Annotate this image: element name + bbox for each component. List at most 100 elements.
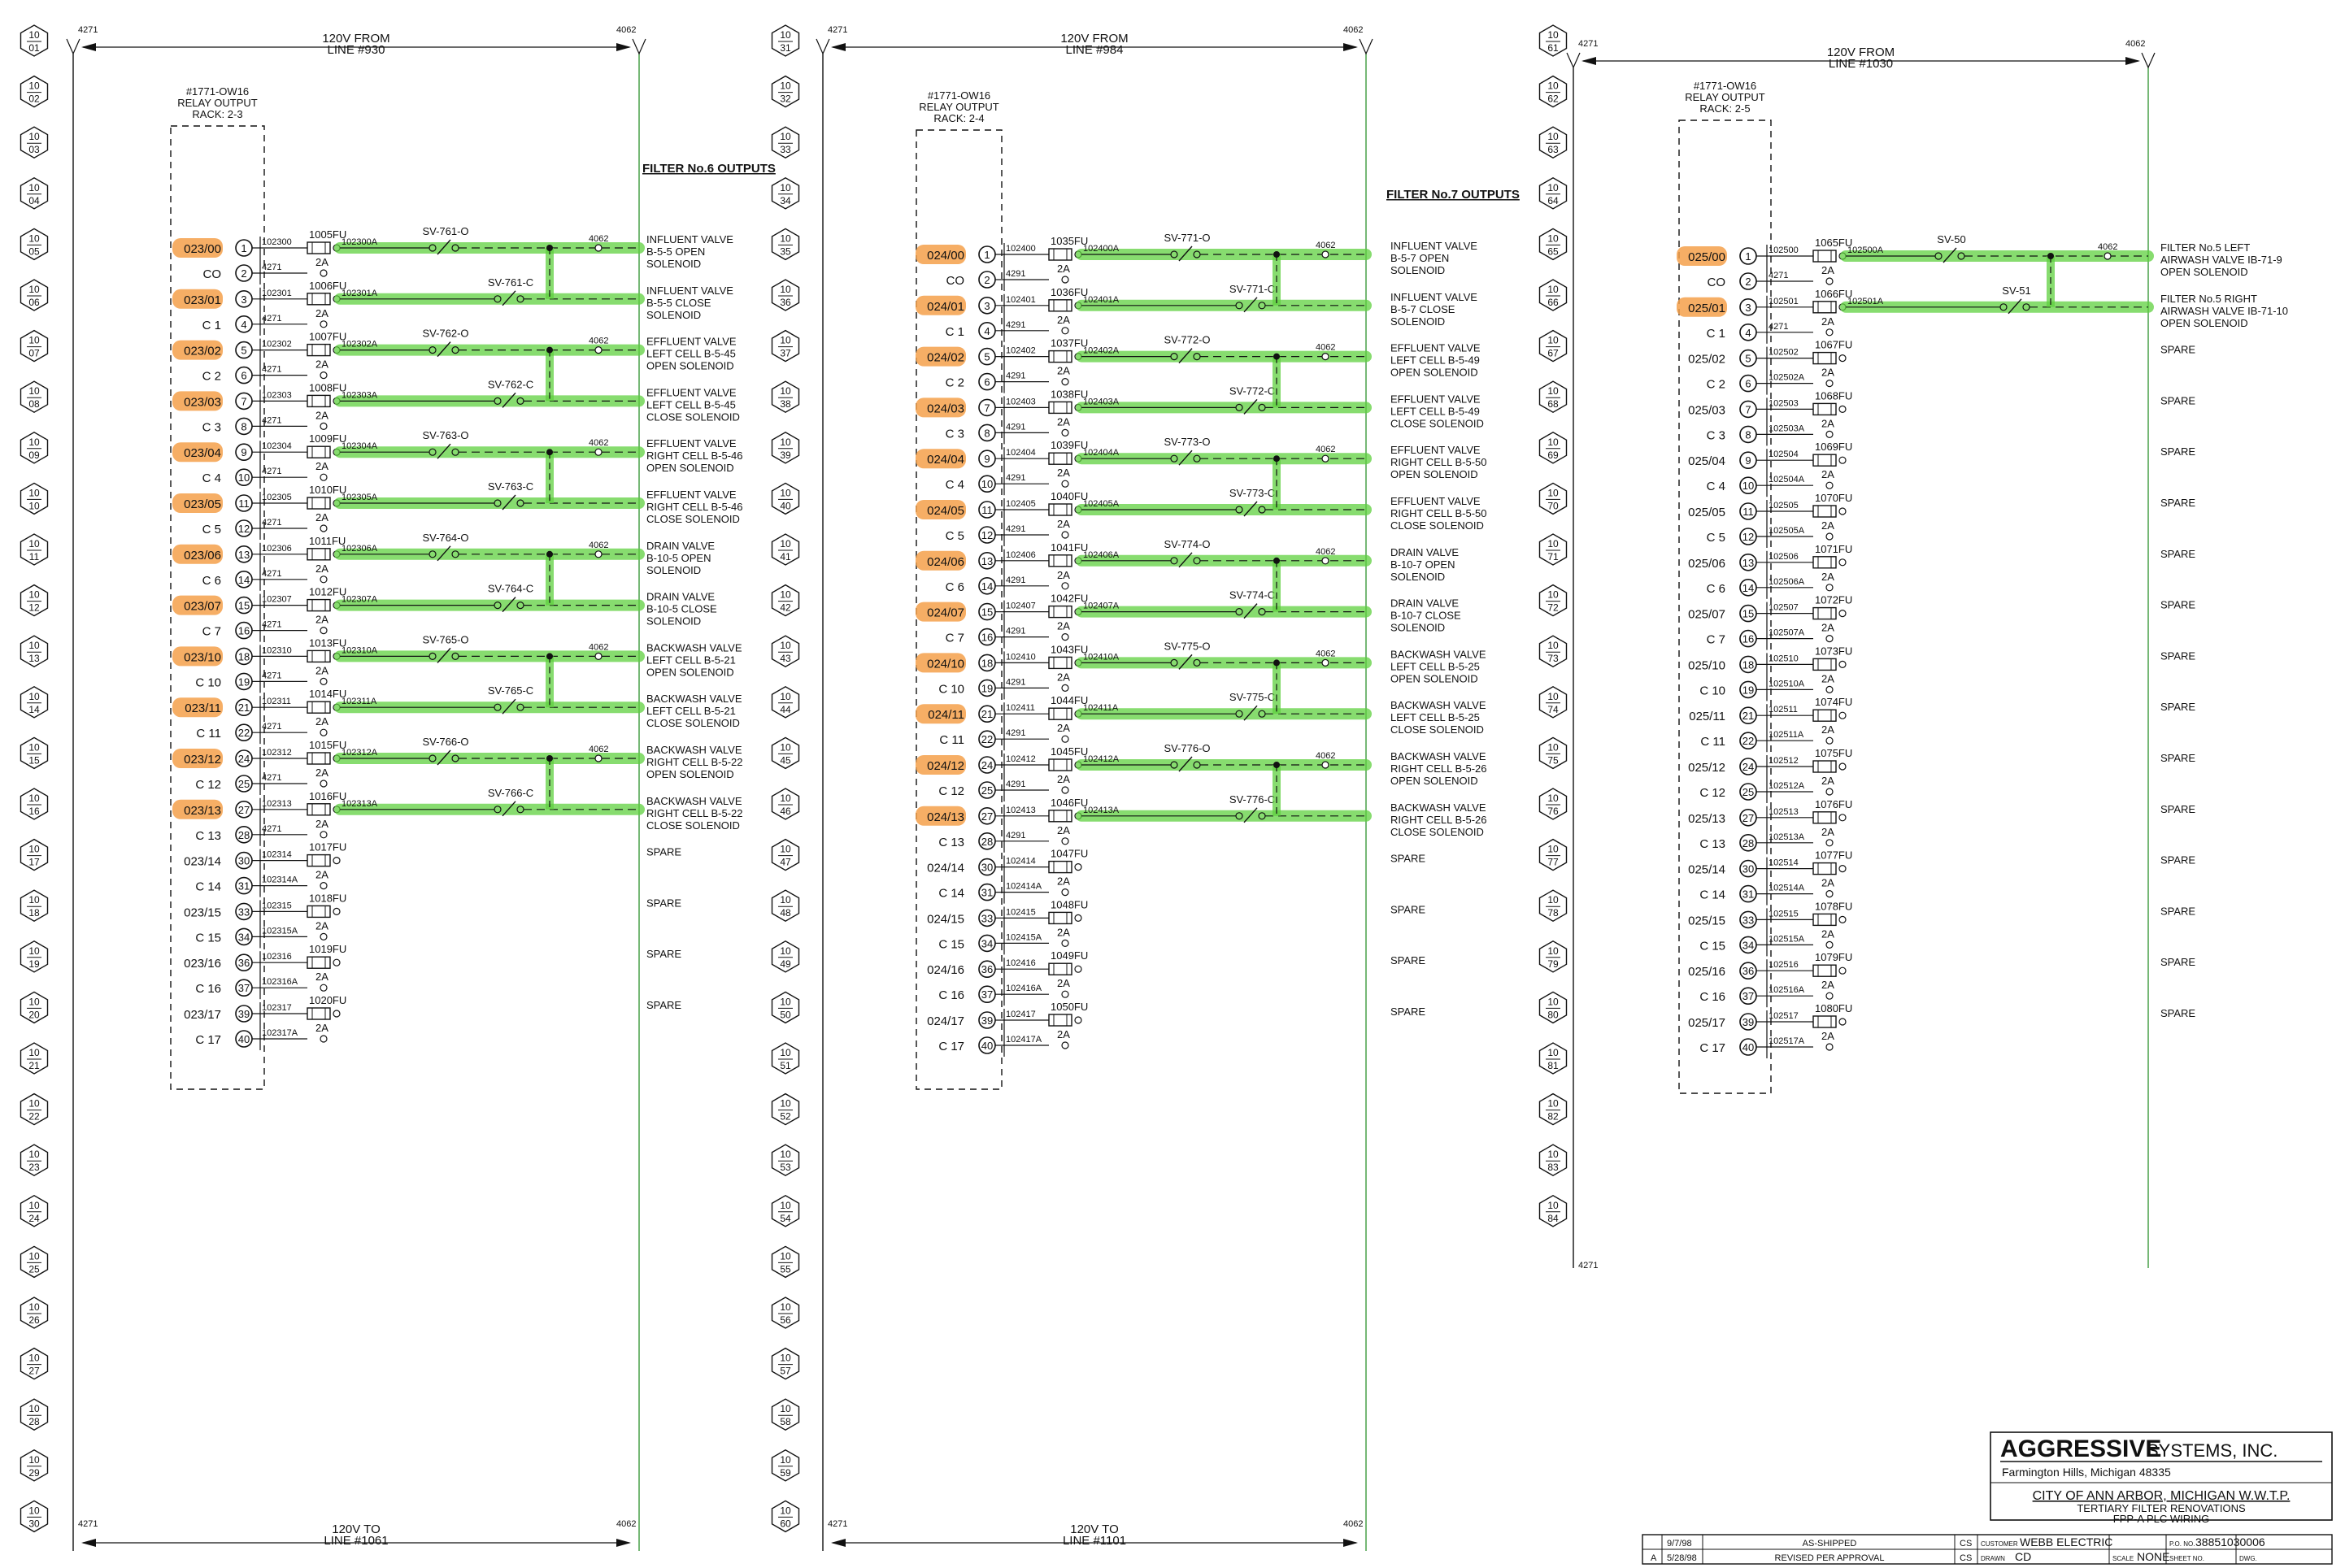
fuse-body [307, 905, 331, 919]
fuse-terminal [1825, 584, 1834, 592]
terminal-number: 27 [1742, 812, 1754, 824]
fuse-rating: 2A [1821, 1030, 1834, 1042]
channel-row: 023/04C 491010230442711009FU2A102304ASV-… [172, 429, 743, 489]
wire-number: 4271 [262, 671, 281, 680]
marker-number: 82 [1547, 1111, 1559, 1123]
channel-row: 023/12C 12242510231242711015FU2A102312AS… [172, 736, 743, 795]
terminal-number: 7 [984, 402, 990, 414]
marker-number: 23 [28, 1162, 40, 1173]
fuse-rating: 2A [315, 511, 328, 523]
junction-dot [546, 449, 553, 456]
output-description: BACKWASH VALVE [1390, 801, 1486, 814]
channel-row: 023/11C 11212210231142711014FU2A102311AS… [172, 684, 742, 745]
fuse-terminal [333, 856, 341, 865]
wire-number: 4271 [262, 518, 281, 528]
marker-number: 39 [780, 450, 791, 461]
marker-hexagon [771, 1245, 800, 1279]
sheet-line-marker: 1013 [20, 635, 49, 668]
fuse-body [1048, 656, 1072, 670]
fuse-terminal [1838, 660, 1847, 669]
marker-prefix: 10 [780, 1403, 791, 1414]
wire-number: 102413 [1006, 806, 1036, 815]
marker-hexagon [771, 1297, 800, 1329]
output-description: RIGHT CELL B-5-22 [646, 807, 743, 819]
fuse-terminal [1061, 428, 1069, 437]
marker-prefix: 10 [28, 844, 40, 855]
sheet-line-marker: 1023 [20, 1144, 49, 1177]
output-description: BACKWASH VALVE [646, 795, 742, 807]
sheet-line-marker: 1005 [20, 228, 49, 261]
fuse-body [1812, 811, 1837, 824]
arrowhead [616, 1539, 631, 1547]
marker-number: 42 [780, 602, 791, 614]
arrowhead [1343, 43, 1358, 51]
output-description: SPARE [646, 999, 681, 1011]
wire-number: 102500 [1769, 245, 1799, 255]
sheet-line-marker: 1015 [20, 736, 49, 770]
terminal-number: 2 [1745, 276, 1751, 288]
fuse-terminal [320, 831, 328, 839]
output-description: BACKWASH VALVE [1390, 648, 1486, 660]
marker-number: 16 [28, 806, 40, 817]
solenoid-symbol [502, 698, 516, 715]
channel-row: 024/04C 491010240442911039FU2A102404ASV-… [916, 436, 1487, 496]
fuse-tag: 1066FU [1815, 288, 1852, 300]
marker-number: 74 [1547, 704, 1559, 715]
terminal-number: 6 [984, 376, 990, 389]
output-description: SOLENOID [1390, 571, 1445, 583]
channel-row: 023/02C 25610230242711007FU2A102302ASV-7… [172, 328, 737, 387]
terminal-number: 10 [1742, 480, 1754, 492]
output-description: EFFLUENT VALVE [1390, 342, 1481, 354]
fuse-body [1812, 862, 1837, 875]
sheet-line-marker: 1066 [1538, 279, 1568, 311]
marker-number: 32 [780, 93, 791, 105]
fuse-terminal [1825, 430, 1834, 439]
solenoid-terminal [494, 499, 502, 507]
terminal-number: 28 [238, 829, 250, 841]
fuse-tag: 1080FU [1815, 1002, 1852, 1014]
common-label: C 6 [1707, 582, 1725, 596]
marker-prefix: 10 [28, 131, 40, 142]
wire-number: 102410 [1006, 652, 1036, 662]
output-description: SPARE [2160, 803, 2195, 815]
fuse-rating: 2A [1057, 722, 1070, 734]
fuse-body [307, 293, 331, 306]
fuse-body [1812, 606, 1837, 620]
io-address: 025/01 [1688, 302, 1725, 315]
marker-hexagon [1538, 279, 1568, 311]
output-description: SPARE [2160, 854, 2195, 867]
fuse-terminal [1061, 786, 1069, 794]
module-label: #1771-OW16 [928, 89, 990, 102]
rail-ref-right: 4062 [1316, 751, 1335, 761]
io-address: 025/03 [1688, 403, 1725, 417]
wire-number: 102311A [342, 697, 377, 706]
marker-hexagon [1538, 991, 1568, 1024]
solenoid-symbol [437, 749, 451, 766]
rail-ref-right: 4062 [589, 438, 608, 448]
fuse-rating: 2A [315, 460, 328, 472]
marker-prefix: 10 [28, 996, 40, 1007]
marker-prefix: 10 [28, 1505, 40, 1516]
io-address: 023/03 [184, 395, 221, 409]
common-label: C 16 [938, 988, 964, 1002]
fuse-terminal [1825, 992, 1834, 1000]
solenoid-terminal [494, 295, 502, 303]
output-description: BACKWASH VALVE [1390, 750, 1486, 762]
rail-terminal [632, 38, 646, 55]
fuse-rating: 2A [1057, 824, 1070, 836]
address-highlight [172, 340, 223, 360]
terminal-number: 31 [238, 880, 250, 893]
fuse-terminal [320, 269, 328, 277]
output-description: OPEN SOLENOID [1390, 367, 1478, 379]
section-title: FILTER No.6 OUTPUTS [642, 162, 776, 176]
marker-number: 47 [780, 857, 791, 868]
marker-prefix: 10 [28, 80, 40, 92]
sheet-line-marker: 1047 [771, 838, 800, 871]
marker-number: 53 [780, 1162, 791, 1173]
